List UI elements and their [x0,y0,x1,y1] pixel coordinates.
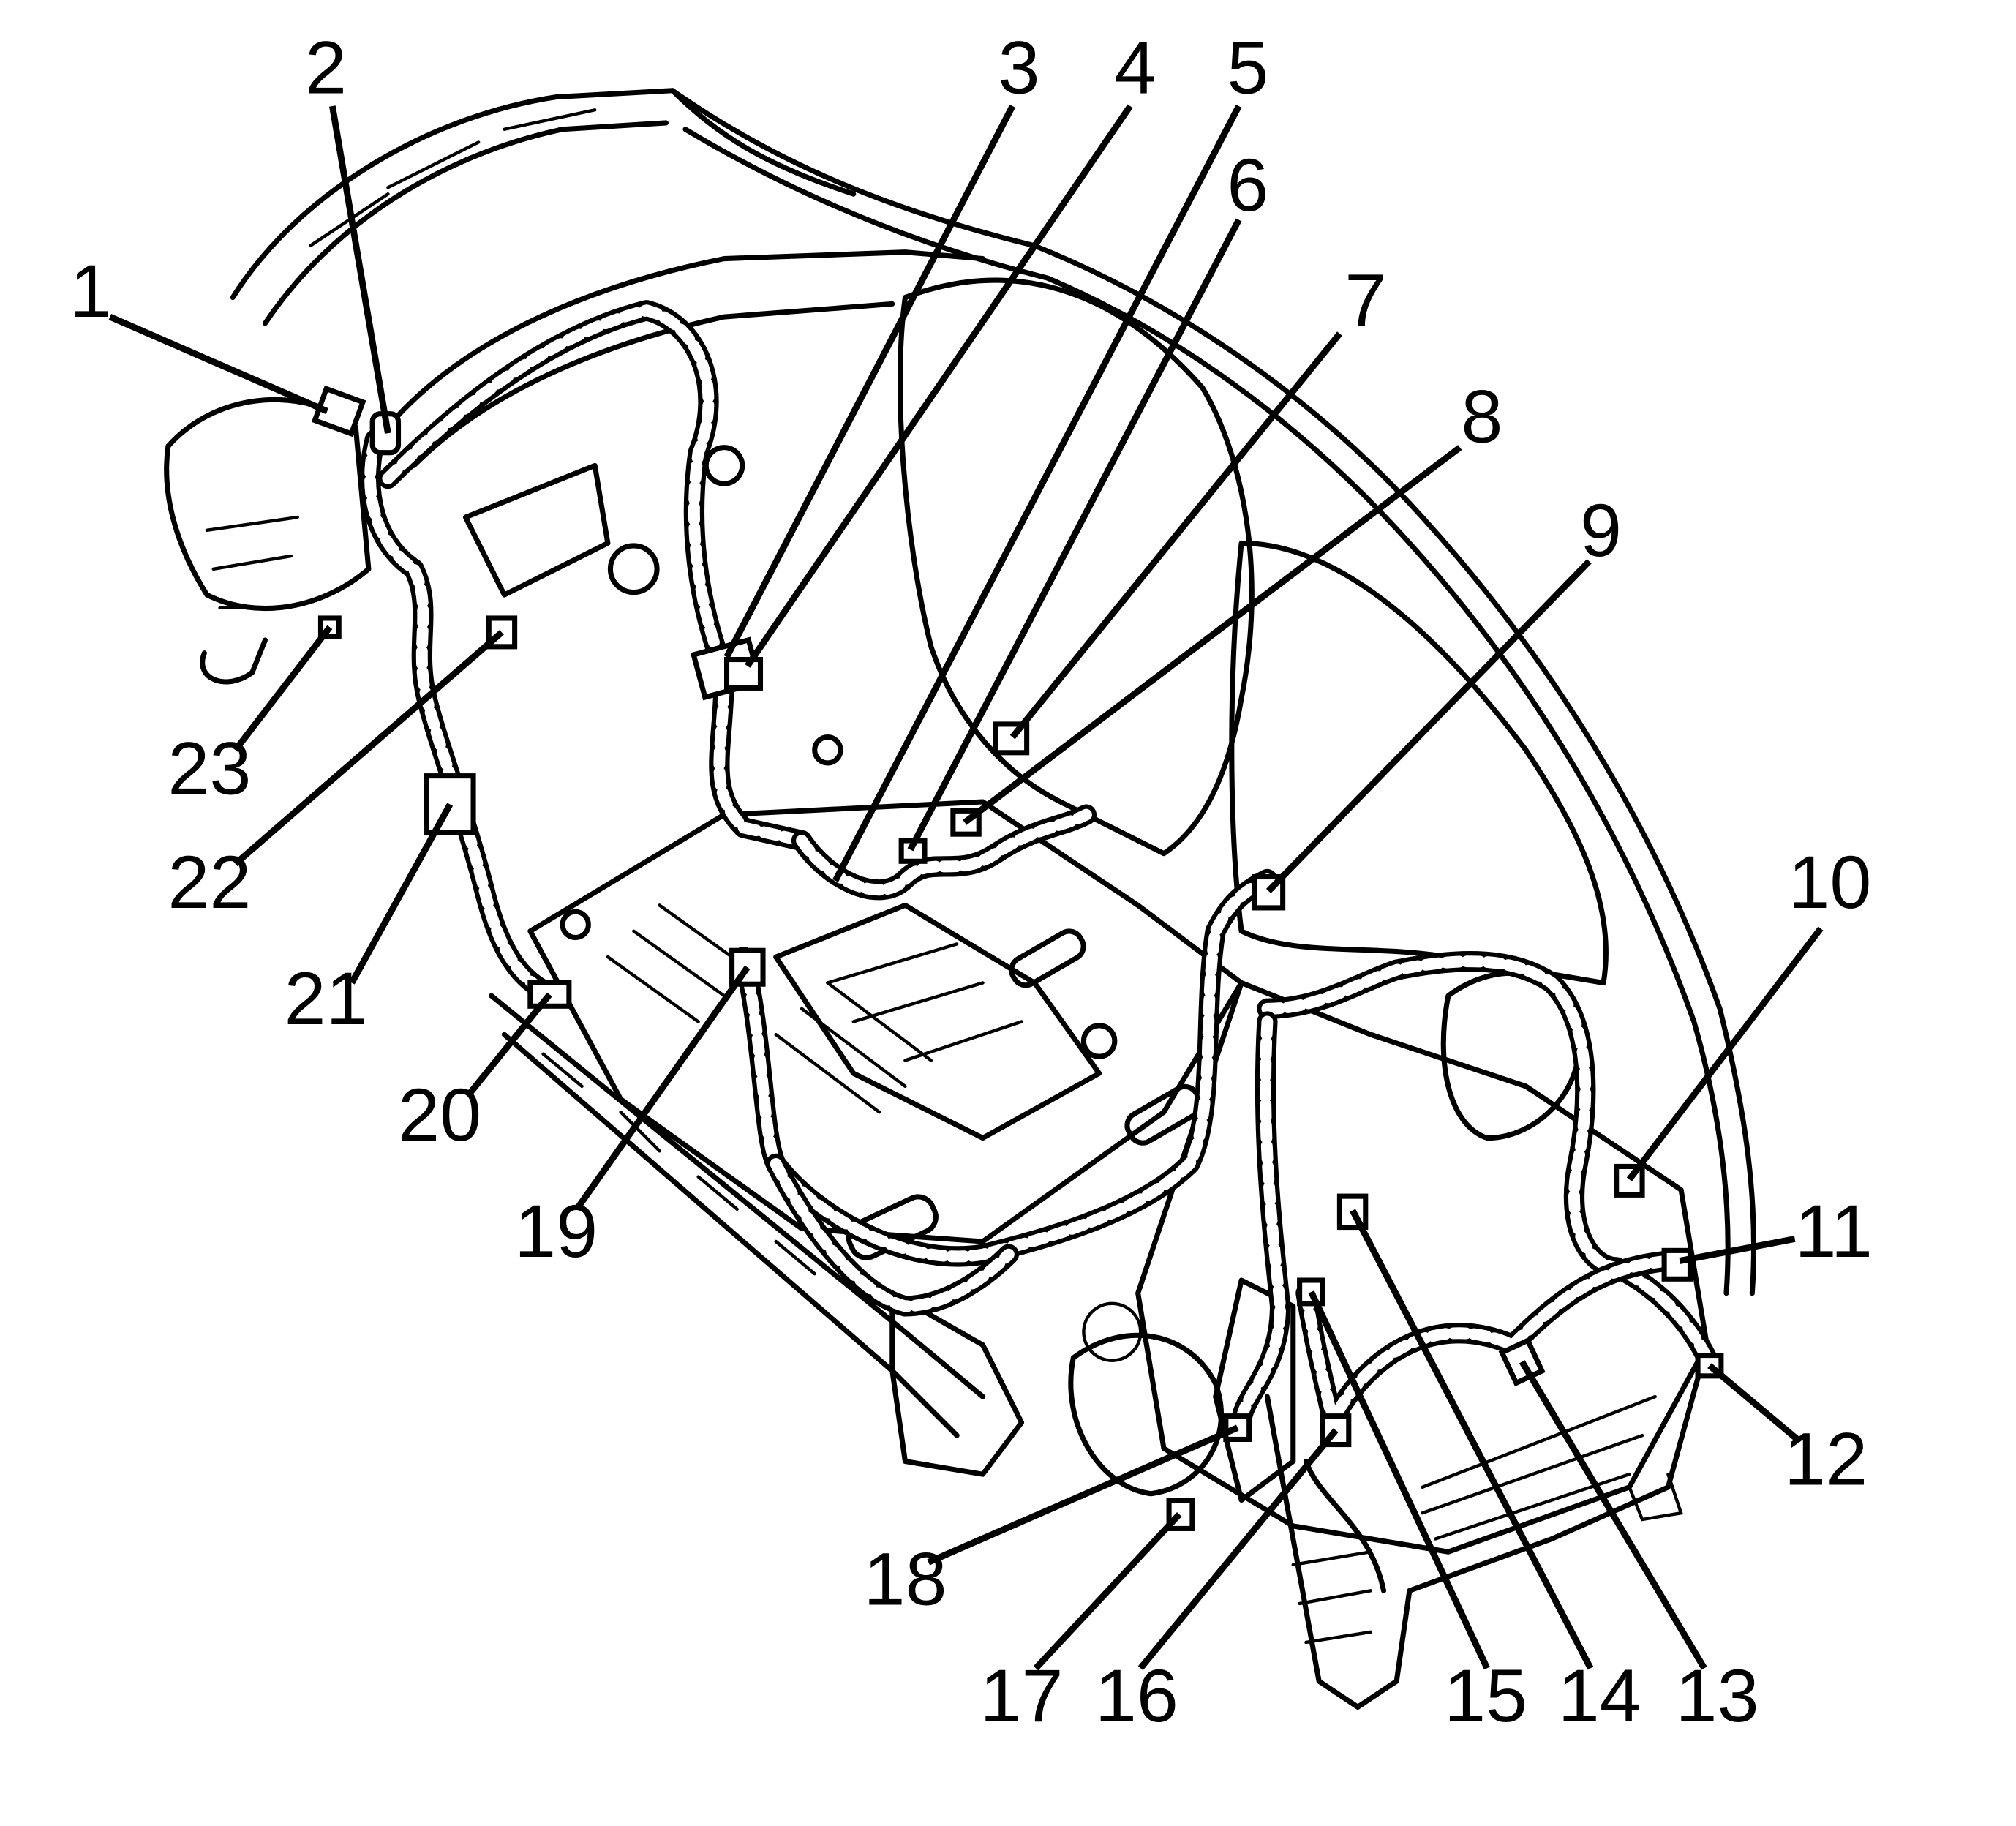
leader-7 [1009,331,1342,740]
leader-10 [1626,926,1824,1181]
leader-11 [1679,1236,1796,1264]
connectors [311,385,1724,1531]
leader-12 [1707,1363,1800,1442]
callout-2: 2 [305,25,347,109]
rear-wheelhouse [1068,1332,1224,1497]
callout-10: 10 [1788,840,1871,924]
center-tunnel [773,902,1102,1141]
leader-9 [1266,559,1592,894]
connector-1 [311,385,366,437]
leader-14 [1350,1209,1594,1670]
callout-9: 9 [1580,488,1622,572]
callout-16: 16 [1095,1653,1178,1737]
leader-4 [745,104,1133,668]
connector-21 [424,773,476,835]
leader-1 [108,314,329,415]
callout-6: 6 [1227,143,1268,227]
connector-11 [1661,1247,1693,1282]
callout-12: 12 [1784,1416,1868,1500]
callout-8: 8 [1461,375,1502,459]
callout-labels: 1 2 3 4 5 6 7 8 9 10 11 12 13 14 15 16 1… [69,25,1873,1737]
callout-23: 23 [168,726,251,810]
callout-15: 15 [1444,1653,1527,1737]
callout-1: 1 [69,249,111,333]
vehicle-body-illustration [164,88,1757,1710]
roof-side-rail [669,88,1757,1296]
floor-pan [527,799,1244,1244]
leader-17 [1033,1511,1182,1671]
callout-17: 17 [980,1653,1064,1737]
leader-18 [927,1424,1239,1566]
leader-5 [832,104,1242,882]
leader-21 [349,803,454,985]
callout-21: 21 [285,956,368,1040]
leader-6 [907,218,1242,852]
connector-15 [1297,1277,1325,1307]
leader-8 [963,445,1462,825]
leader-15 [1308,1290,1490,1670]
leader-3 [723,104,1016,659]
leader-23 [233,625,333,752]
dash-panel [385,249,986,429]
callout-18: 18 [863,1537,947,1621]
rear-door-opening [1229,540,1609,985]
front-door-opening [897,277,1255,857]
rear-left-quarter [889,1290,1025,1477]
leader-2 [329,105,391,434]
callout-4: 4 [1115,25,1156,109]
callout-7: 7 [1344,258,1386,342]
connector-3b [723,656,764,691]
front-left-wheelhouse [164,397,372,612]
leader-13 [1519,1360,1707,1670]
leader-20 [465,992,552,1098]
callout-13: 13 [1676,1653,1759,1737]
wiring-harness [359,300,1718,1433]
callout-5: 5 [1227,25,1268,109]
callout-22: 22 [168,840,251,924]
rear-end-panel [1264,1342,1710,1710]
leader-16 [1137,1428,1339,1671]
callout-11: 11 [1794,1189,1872,1273]
callout-14: 14 [1558,1653,1641,1737]
callout-19: 19 [514,1189,598,1273]
callout-leaders [108,104,1824,1671]
leader-22 [233,630,504,867]
front-roof-arch [230,88,857,301]
callout-3: 3 [998,25,1040,109]
tow-hook [200,637,268,685]
connector-20 [527,980,572,1009]
leader-19 [573,965,751,1211]
harness-front-left [359,429,567,1007]
callout-20: 20 [398,1072,481,1157]
